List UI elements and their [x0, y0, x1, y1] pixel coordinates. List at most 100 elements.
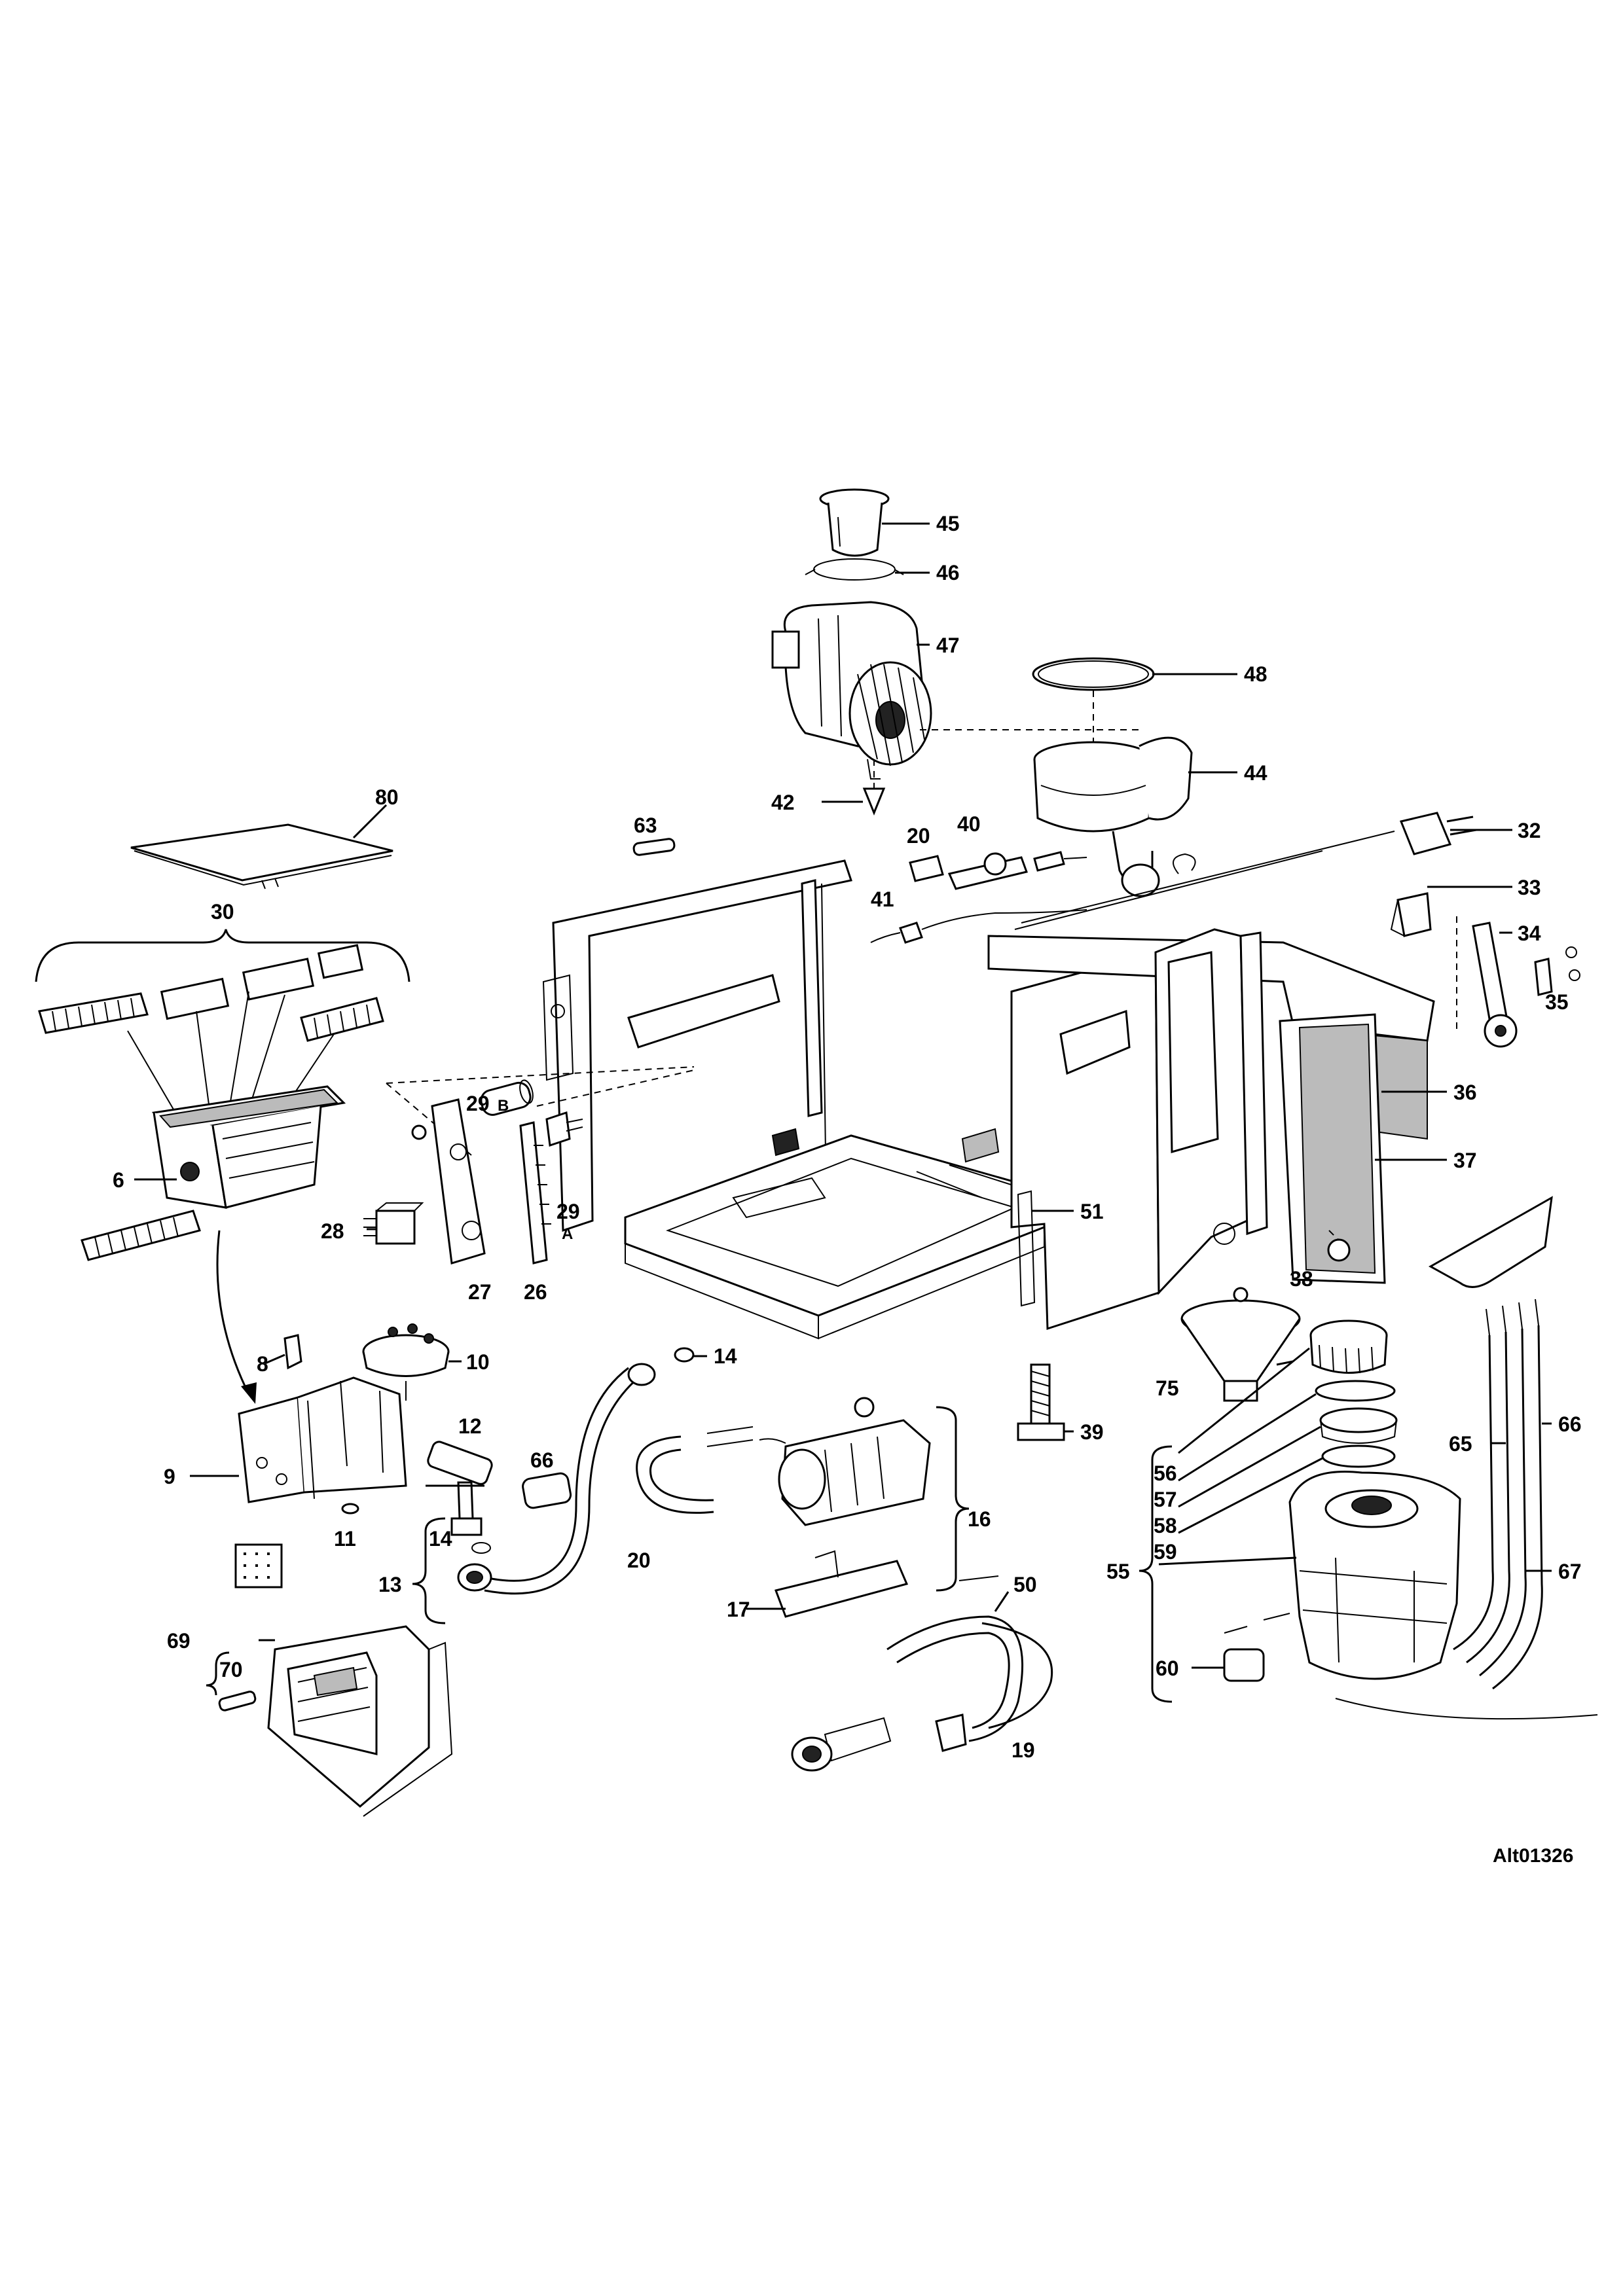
part-55-brace: [1139, 1445, 1173, 1703]
label-48: 48: [1244, 662, 1267, 686]
label-26: 26: [524, 1280, 547, 1304]
part-69-bracket: [206, 1651, 230, 1696]
part-32-mains-cable: [1014, 812, 1477, 930]
part-65-66-67-wire-harness: [1428, 1196, 1553, 1690]
part-41-sensor: [870, 909, 1087, 944]
label-19: 19: [1012, 1738, 1035, 1762]
part-9-grille-plate: [234, 1543, 283, 1588]
part-80-cover-plate: [130, 823, 393, 889]
label-45: 45: [936, 512, 960, 535]
part-42-drain-plug: [862, 759, 886, 816]
label-13: 13: [378, 1573, 402, 1596]
part-70-fuse: [218, 1691, 257, 1712]
label-20-top: 20: [907, 824, 930, 848]
label-17: 17: [727, 1598, 750, 1621]
part-50-drain-hose: [886, 1615, 1053, 1742]
label-37: 37: [1453, 1149, 1477, 1172]
label-9: 9: [164, 1465, 175, 1488]
part-35-hinge-plate: [1534, 946, 1580, 996]
label-10: 10: [466, 1350, 490, 1374]
label-50: 50: [1013, 1573, 1037, 1596]
label-63: 63: [634, 814, 657, 837]
label-41: 41: [871, 888, 894, 911]
part-59-gasket: [1321, 1444, 1396, 1468]
part-6-terminal-strip: [81, 1210, 201, 1261]
label-36: 36: [1453, 1081, 1477, 1104]
part-29b-capacitor: [480, 1079, 534, 1116]
part-14-washer-top: [674, 1347, 695, 1363]
part-58-collar: [1319, 1407, 1398, 1444]
label-51: 51: [1080, 1200, 1104, 1223]
part-13-inlet-hose: [457, 1363, 656, 1595]
part-29a-switch: [545, 1111, 583, 1147]
part-27-bracket: [411, 1098, 486, 1265]
part-60-solenoid: [1223, 1613, 1290, 1682]
label-12: 12: [458, 1414, 482, 1438]
part-6-control-module: [151, 1085, 346, 1209]
label-32: 32: [1518, 819, 1541, 842]
label-75: 75: [1156, 1376, 1179, 1400]
label-44: 44: [1244, 761, 1267, 785]
label-14-bottom: 14: [429, 1527, 452, 1551]
pump-motor-assembly-drawing: [771, 488, 1193, 897]
label-57: 57: [1154, 1488, 1177, 1511]
part-66-filter: [522, 1472, 572, 1509]
cabinet-frame-drawing: [542, 859, 1435, 1340]
part-33-hinge-bracket: [1390, 892, 1432, 937]
label-80: 80: [375, 785, 399, 809]
part-17-bracket-plate: [775, 1560, 909, 1618]
label-29-a-suffix: A: [562, 1225, 573, 1243]
label-20-bottom: 20: [627, 1549, 651, 1572]
label-69: 69: [167, 1629, 191, 1653]
label-70: 70: [219, 1658, 243, 1681]
part-39-adjustable-foot: [1017, 1363, 1065, 1441]
label-35: 35: [1545, 990, 1569, 1014]
part-14-washer-bottom: [471, 1542, 491, 1554]
label-66-left: 66: [530, 1448, 554, 1472]
label-30: 30: [211, 900, 234, 924]
part-11-grommet: [341, 1503, 359, 1515]
label-29-a: 29: [556, 1200, 580, 1223]
part-10-pressure-switch: [362, 1323, 450, 1401]
label-14-top: 14: [714, 1344, 737, 1368]
part-13-bracket: [412, 1517, 446, 1624]
part-26-terminal-block: [519, 1121, 551, 1265]
part-30-connectors: [38, 944, 384, 1113]
inlet-hose-wiring-drawing: [632, 812, 1580, 1262]
part-44-sump: [1033, 736, 1193, 897]
switch-cluster-drawing: [363, 1066, 695, 1265]
label-65: 65: [1449, 1432, 1472, 1456]
label-29-b-suffix: B: [498, 1097, 509, 1115]
drain-pump-drawing: [636, 1397, 1053, 1772]
part-69-transformer: [267, 1625, 453, 1817]
part-labels: 45 46 47 48 44 42 80 30 63 20 40 32 33 3…: [113, 512, 1582, 1762]
part-48-gasket: [1032, 657, 1155, 753]
drawing-reference-code: Alt01326: [1493, 1845, 1573, 1867]
label-6: 6: [113, 1168, 124, 1192]
part-38-foot: [1327, 1238, 1351, 1262]
label-34: 34: [1518, 922, 1541, 945]
part-45-seal-sleeve: [819, 488, 890, 557]
label-56: 56: [1154, 1462, 1177, 1485]
label-27: 27: [468, 1280, 492, 1304]
label-67: 67: [1558, 1560, 1582, 1583]
label-28: 28: [321, 1219, 344, 1243]
label-47: 47: [936, 634, 960, 657]
part-8-clip: [283, 1334, 302, 1370]
part-20-hose-loop: [636, 1435, 714, 1514]
assembly-arrow: [216, 1230, 250, 1395]
leader-lines: [134, 522, 1552, 1669]
assembly-arrowhead: [241, 1382, 257, 1404]
label-46: 46: [936, 561, 960, 584]
label-40: 40: [957, 812, 981, 836]
label-58: 58: [1154, 1514, 1177, 1537]
part-16-brace: [936, 1406, 970, 1592]
part-34-hinge-arm: [1456, 916, 1518, 1048]
label-39: 39: [1080, 1420, 1104, 1444]
part-40-valve: [947, 851, 1087, 890]
label-33: 33: [1518, 876, 1541, 899]
part-55-salt-container: [1288, 1470, 1598, 1720]
label-66-right: 66: [1558, 1412, 1582, 1436]
part-28-relay: [363, 1202, 424, 1245]
